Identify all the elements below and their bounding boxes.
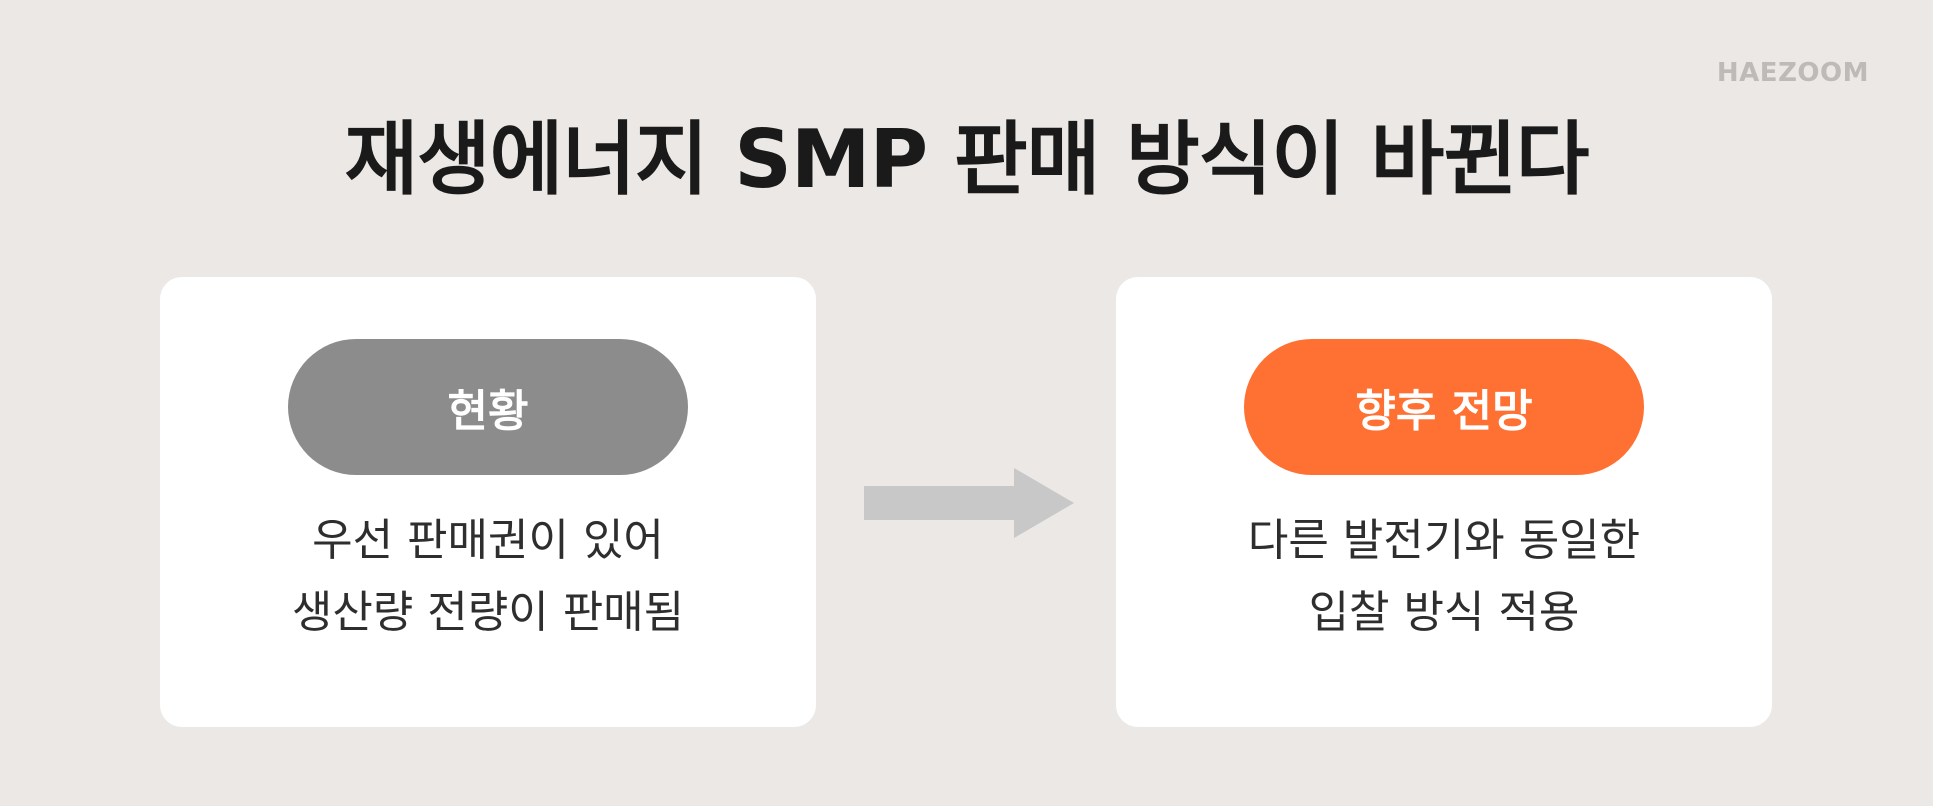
future-label-pill: 향후 전망 — [1244, 339, 1644, 475]
brand-logo: HAEZOOM — [1716, 58, 1869, 88]
future-description-line-2: 입찰 방식 적용 — [1308, 587, 1580, 638]
arrow-right-icon — [864, 468, 1074, 538]
future-card: 향후 전망 다른 발전기와 동일한 입찰 방식 적용 — [1116, 277, 1772, 727]
future-description: 다른 발전기와 동일한 입찰 방식 적용 — [1116, 505, 1772, 649]
future-description-line-1: 다른 발전기와 동일한 — [1247, 515, 1641, 566]
page-title: 재생에너지 SMP 판매 방식이 바뀐다 — [344, 113, 1589, 206]
current-description-line-1: 우선 판매권이 있어 — [312, 515, 664, 566]
current-card: 현황 우선 판매권이 있어 생산량 전량이 판매됨 — [160, 277, 816, 727]
arrow-shape — [864, 468, 1074, 538]
current-description: 우선 판매권이 있어 생산량 전량이 판매됨 — [160, 505, 816, 649]
current-label-pill: 현황 — [288, 339, 688, 475]
current-description-line-2: 생산량 전량이 판매됨 — [291, 587, 685, 638]
